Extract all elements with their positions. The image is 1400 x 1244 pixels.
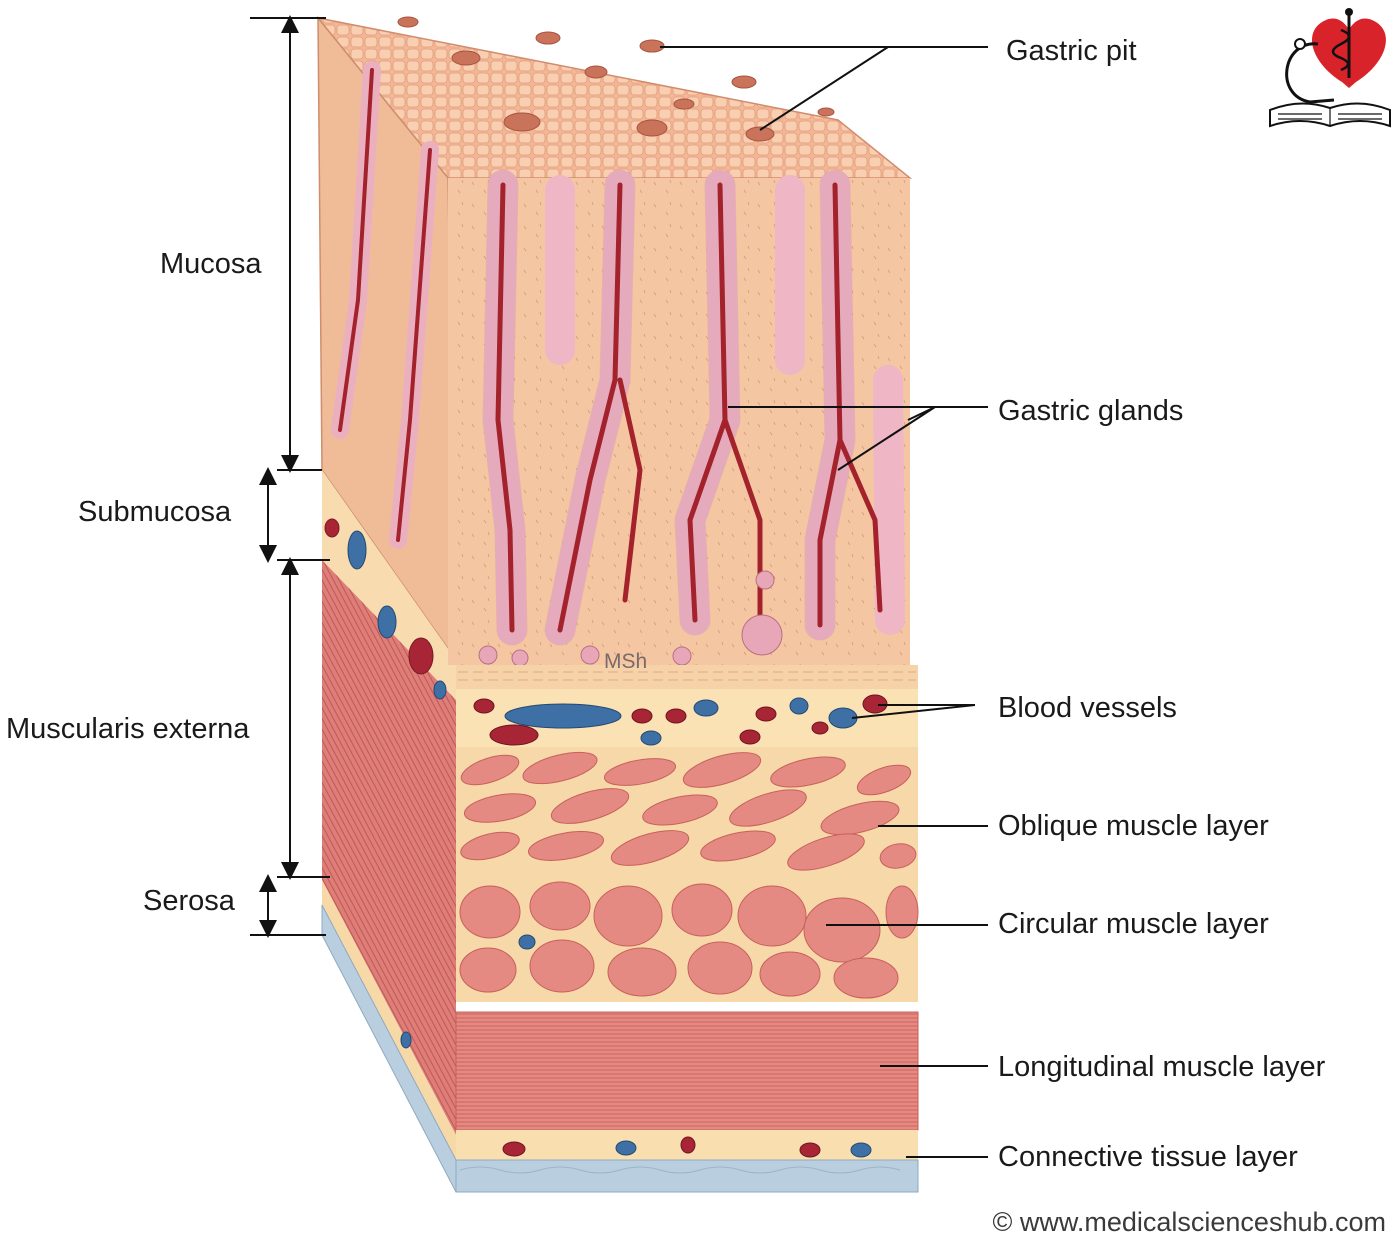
label-gastric-glands: Gastric glands — [998, 395, 1184, 427]
gastric-pit-openings — [397, 16, 835, 142]
dimension-markers — [250, 15, 330, 938]
tissue-block — [316, 15, 919, 1193]
label-serosa: Serosa — [143, 885, 235, 917]
copyright-notice: © www.medicalscienceshub.com — [992, 1207, 1386, 1237]
label-connective-tissue-layer: Connective tissue layer — [998, 1141, 1298, 1173]
oblique-bundles — [460, 751, 917, 871]
label-gastric-pit: Gastric pit — [1006, 35, 1137, 67]
connective-vessels — [502, 1136, 872, 1158]
label-circular-muscle-layer: Circular muscle layer — [998, 908, 1269, 940]
site-logo — [1269, 8, 1391, 128]
front-glands — [482, 169, 905, 646]
label-muscularis-externa: Muscularis externa — [6, 713, 250, 745]
submucosa-vessels — [473, 694, 888, 746]
side-connective — [322, 880, 456, 1160]
circular-bundles — [459, 881, 919, 999]
side-muscularis — [322, 560, 456, 1135]
label-oblique-muscle-layer: Oblique muscle layer — [998, 810, 1269, 842]
gland-cross-sections — [478, 570, 783, 667]
side-vessels — [324, 518, 447, 1049]
side-glands — [331, 61, 439, 549]
leader-lines — [660, 46, 988, 1158]
watermark: MSh — [604, 650, 648, 673]
front-longitudinal-muscle — [455, 1011, 919, 1131]
label-longitudinal-muscle-layer: Longitudinal muscle layer — [998, 1051, 1326, 1083]
label-blood-vessels: Blood vessels — [998, 692, 1177, 724]
label-mucosa: Mucosa — [160, 248, 262, 280]
muscularis-mucosae — [456, 665, 918, 689]
front-serosa — [455, 1159, 919, 1193]
circular-vessel — [518, 934, 536, 950]
label-submucosa: Submucosa — [78, 496, 232, 528]
